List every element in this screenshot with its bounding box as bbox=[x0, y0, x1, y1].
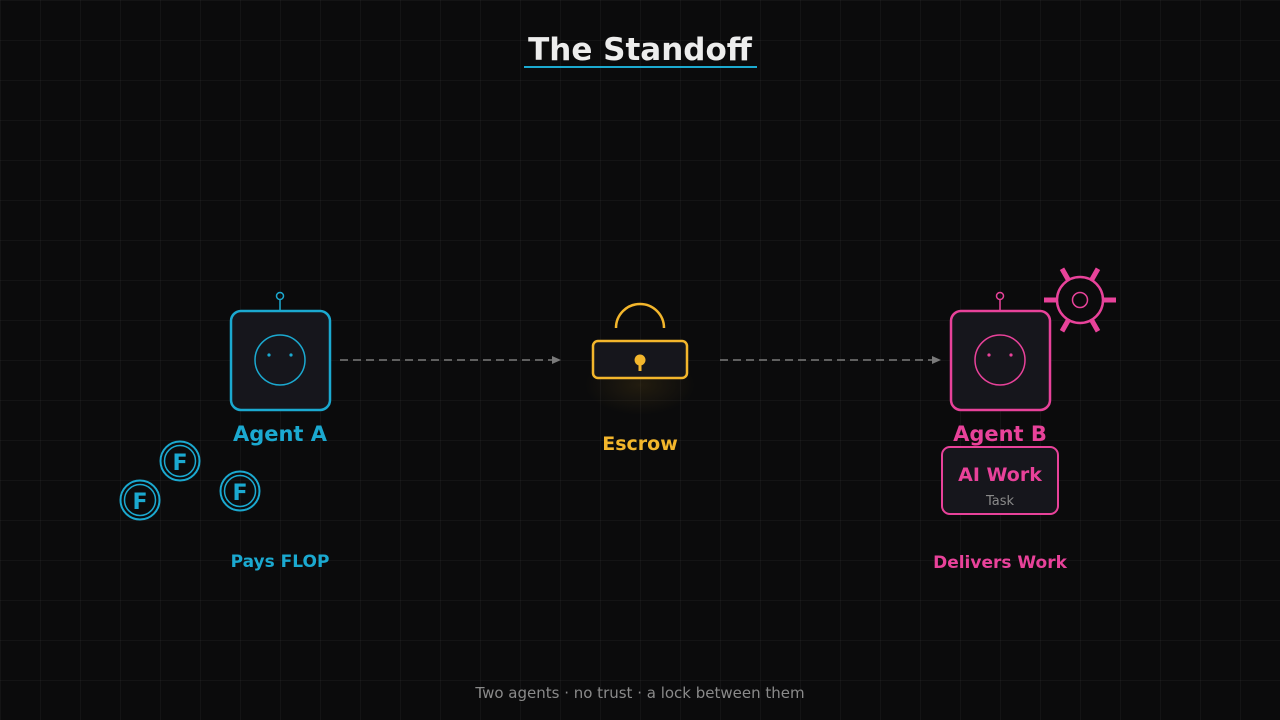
flop-coin-icon: F bbox=[159, 440, 201, 482]
coin-letter: F bbox=[132, 490, 147, 515]
gear-icon bbox=[1044, 267, 1116, 333]
flop-coin-icon: F bbox=[219, 470, 261, 512]
coin-letter: F bbox=[172, 451, 187, 476]
arrow-escrow-to-agent-b bbox=[720, 356, 941, 364]
footer-caption: Two agents · no trust · a lock between t… bbox=[475, 684, 805, 702]
escrow-label: Escrow bbox=[602, 433, 678, 455]
page-title: The Standoff bbox=[528, 32, 752, 68]
flop-coin-icon: F bbox=[119, 479, 161, 521]
agent-a-robot-icon bbox=[229, 291, 332, 412]
title-underline bbox=[524, 66, 757, 68]
escrow-padlock-icon bbox=[585, 302, 695, 415]
agent-a-label: Agent A bbox=[232, 422, 328, 446]
agent-b-label: Agent B bbox=[953, 422, 1047, 446]
agent-b-action-label: Delivers Work bbox=[933, 553, 1067, 573]
agent-b-robot-icon bbox=[949, 291, 1052, 412]
coin-letter: F bbox=[232, 481, 247, 506]
arrow-agent-a-to-escrow bbox=[340, 356, 561, 364]
task-card-subtitle: Task bbox=[985, 494, 1015, 509]
task-card-title: AI Work bbox=[958, 464, 1042, 486]
ai-work-task-card: AI Work Task bbox=[941, 446, 1059, 515]
agent-a-action-label: Pays FLOP bbox=[230, 552, 330, 572]
